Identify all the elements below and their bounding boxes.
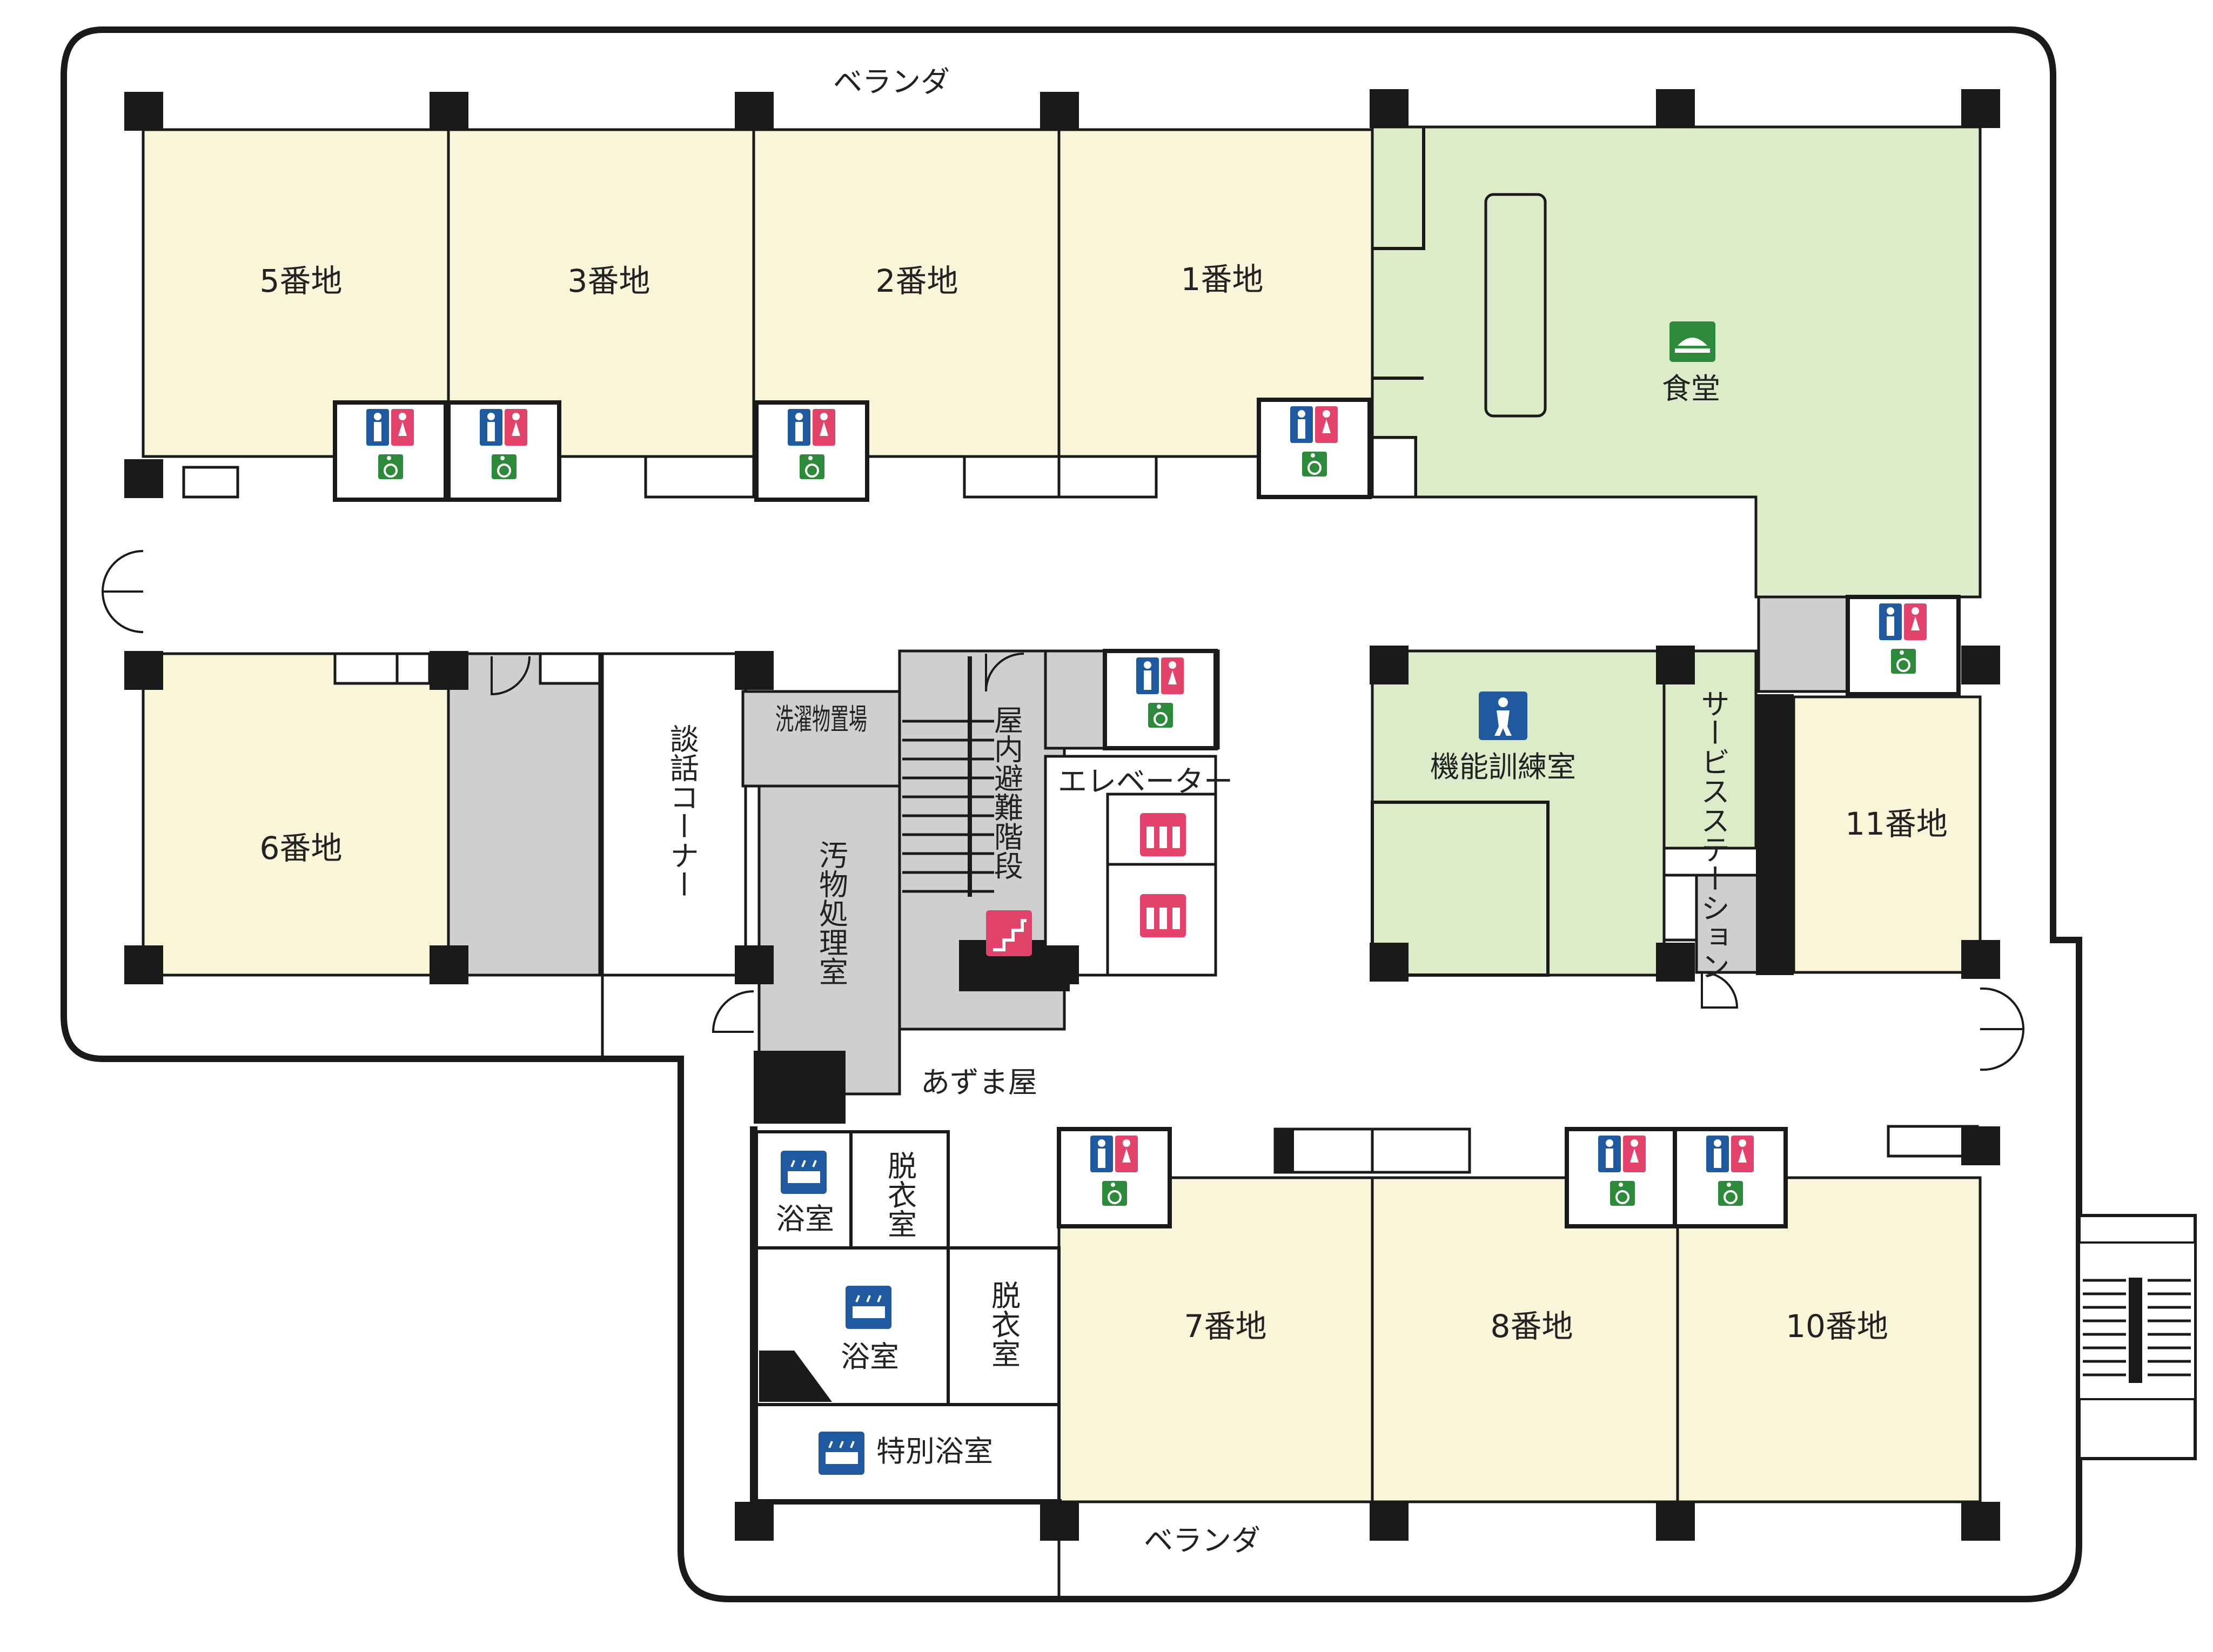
elevator-icon (1140, 894, 1186, 937)
waste-label: 汚物処理室 (814, 840, 848, 986)
room-10-label: 10番地 (1786, 1308, 1888, 1345)
elevator-icon (1140, 813, 1186, 856)
restroom-icon (448, 402, 559, 500)
exterior-stair-treads (2083, 1279, 2191, 1376)
room-11[interactable] (1792, 695, 1982, 974)
dining-icon (1669, 321, 1715, 362)
restroom-icon (1059, 1129, 1170, 1226)
room-3-label: 3番地 (568, 263, 651, 299)
room-6[interactable] (142, 652, 450, 977)
waste-dark (754, 1051, 846, 1124)
room-8-label: 8番地 (1491, 1308, 1573, 1345)
special-bath[interactable] (755, 1403, 1061, 1503)
bath-icon (781, 1151, 827, 1194)
room-10[interactable] (1676, 1176, 1982, 1503)
veranda-bottom-label: ベランダ (1144, 1523, 1260, 1557)
bath-icon (846, 1286, 891, 1329)
bath-2-label: 浴室 (841, 1340, 899, 1374)
restroom-icon (756, 402, 867, 500)
right-dark (1756, 694, 1794, 975)
room-7[interactable] (1057, 1176, 1374, 1503)
bath-1-label: 浴室 (776, 1202, 834, 1236)
dining-label: 食堂 (1662, 372, 1720, 406)
elevator-label: エレベーター (1058, 764, 1233, 798)
counter (1484, 193, 1547, 418)
restroom-icon (335, 402, 446, 500)
stairs-icon (986, 910, 1032, 956)
restroom-icon (1567, 1129, 1678, 1226)
room-5-label: 5番地 (260, 263, 343, 299)
laundry-area[interactable] (741, 690, 901, 788)
lounge-corner[interactable] (601, 652, 747, 977)
restroom-icon (1259, 400, 1370, 497)
restroom-icon (1848, 597, 1959, 694)
right-gray (1757, 595, 1849, 693)
laundry-label: 洗濯物置場 (775, 702, 867, 736)
special-bath-label: 特別浴室 (876, 1434, 993, 1468)
room-2-label: 2番地 (876, 263, 958, 299)
changing-1-label: 脱衣室 (883, 1151, 917, 1238)
stairs-label: 屋内避難階段 (989, 705, 1023, 880)
bath-2-corner (759, 1351, 832, 1402)
azumaya-label: あずま屋 (921, 1065, 1037, 1099)
restroom-icon (1675, 1129, 1786, 1226)
training-icon (1479, 691, 1527, 740)
service-station-label: サービスステーション (1696, 689, 1730, 981)
room-8[interactable] (1371, 1176, 1679, 1503)
stair-treads (902, 656, 994, 897)
changing-1[interactable] (849, 1130, 950, 1250)
bath-icon (819, 1432, 864, 1475)
storage-gray (447, 652, 601, 977)
room-7-label: 7番地 (1184, 1308, 1267, 1345)
training-inner (1371, 801, 1550, 977)
training-label: 機能訓練室 (1430, 750, 1576, 784)
structural-columns (124, 89, 2000, 1541)
room-11-label: 11番地 (1845, 805, 1948, 842)
room-6-label: 6番地 (260, 830, 343, 867)
lounge-label: 談話コーナー (665, 724, 699, 899)
changing-2-label: 脱衣室 (987, 1280, 1021, 1368)
room-1-label: 1番地 (1181, 261, 1264, 298)
veranda-top-label: ベランダ (833, 65, 950, 99)
restroom-icon (1105, 651, 1216, 748)
small-gray (1044, 649, 1106, 750)
changing-2[interactable] (947, 1246, 1061, 1406)
